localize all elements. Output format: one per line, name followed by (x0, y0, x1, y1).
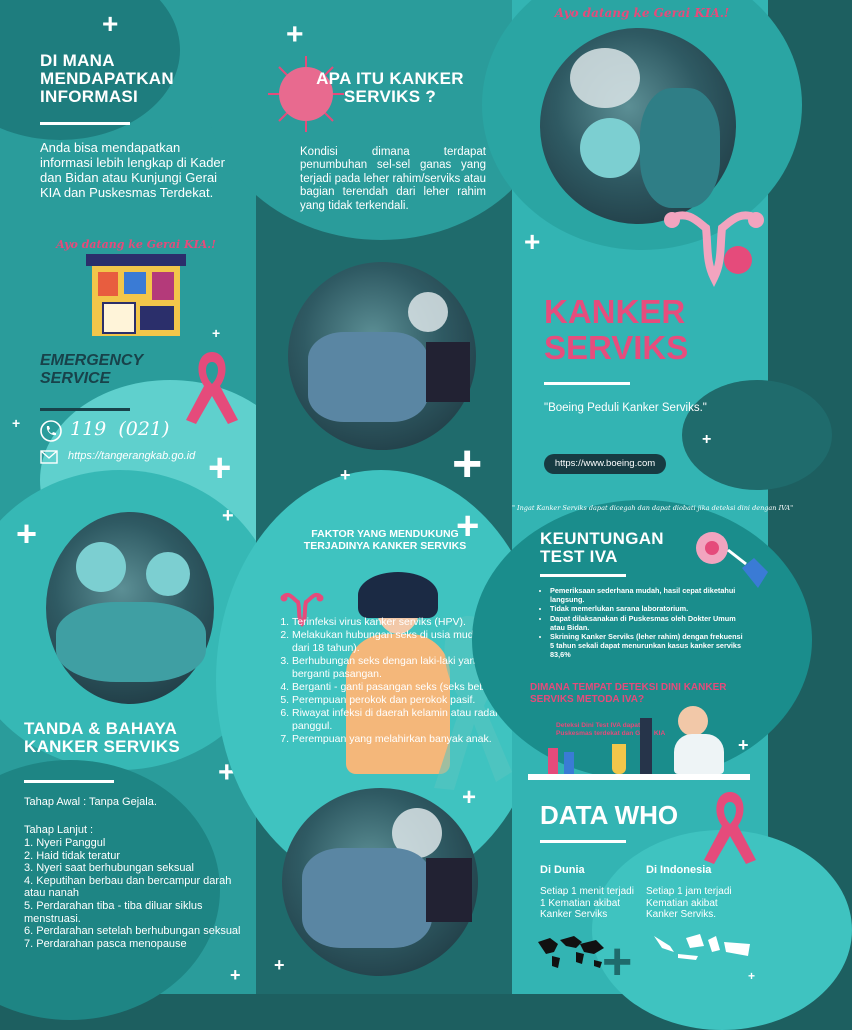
list-item: 2. Haid tidak teratur (24, 849, 120, 862)
world-label: Di Dunia (540, 864, 585, 876)
plus-icon: + (12, 415, 21, 431)
pink-ribbon-icon (186, 352, 238, 424)
list-item: Berhubungan seks dengan laki-laki yang s… (292, 655, 528, 681)
plus-icon: + (212, 325, 221, 341)
divider (40, 408, 130, 411)
plus-icon: + (602, 933, 633, 991)
world-text: Setiap 1 menit terjadi 1 Kematian akibat… (540, 886, 634, 920)
panel-definition: + APA ITU KANKER SERVIKS ? + Kondisi dim… (206, 0, 556, 994)
pink-ribbon-icon (704, 792, 756, 864)
plus-icon: + (702, 431, 712, 448)
reminder-note: " Ingat Kanker Serviks dapat dicegah dan… (512, 504, 794, 512)
plus-icon: + (274, 955, 285, 975)
plus-icon: + (208, 446, 232, 490)
indonesia-map-icon (654, 934, 750, 960)
bg-blob (592, 830, 852, 1030)
indo-label: Di Indonesia (646, 864, 712, 876)
benefit-title: KEUNTUNGAN TEST IVA (540, 529, 664, 566)
panel-info: + DI MANA MENDAPATKAN INFORMASI Anda bis… (0, 0, 300, 1020)
uterus-illustration (664, 211, 764, 287)
list-item: 3. Nyeri saat berhubungan seksual (24, 862, 194, 875)
who-title: DATA WHO (540, 800, 679, 830)
factors-list: Terinfeksi virus kanker serviks (HPV). M… (272, 616, 528, 746)
signs-title: TANDA & BAHAYA KANKER SERVIKS (24, 719, 180, 756)
phone-icon (40, 420, 62, 442)
iva-test-icon (696, 532, 768, 588)
definition-title: APA ITU KANKER SERVIKS ? (316, 69, 464, 106)
divider (540, 574, 626, 577)
booth-banner: Ayo datang ke Gerai KIA.! (56, 238, 216, 251)
bg-blob (682, 380, 832, 490)
surgeons-photo (540, 28, 736, 224)
operating-room-photo (288, 262, 476, 450)
early-stage: Tahap Awal : Tanpa Gejala. (24, 796, 157, 808)
website-link[interactable]: https://tangerangkab.go.id (68, 450, 196, 462)
divider (544, 382, 630, 385)
world-map-icon (538, 936, 604, 968)
list-item: Pemeriksaan sederhana mudah, hasil cepat… (550, 586, 746, 604)
where-title: DIMANA TEMPAT DETEKSI DINI KANKER SERVIK… (530, 682, 727, 705)
cover-title: KANKER SERVIKS (544, 293, 689, 366)
uterus-icon (280, 592, 324, 627)
phone-number[interactable]: 119 (021) (70, 418, 170, 440)
list-item: 7. Perdarahan pasca menopause (24, 937, 187, 950)
plus-icon: + (286, 18, 304, 51)
list-item: Terinfeksi virus kanker serviks (HPV). (292, 616, 528, 629)
list-item: 1. Nyeri Panggul (24, 837, 106, 849)
plus-icon: + (524, 226, 541, 257)
list-item: Skrining Kanker Serviks (leher rahim) de… (550, 632, 746, 660)
factors-title: FAKTOR YANG MENDUKUNG TERJADINYA KANKER … (303, 528, 467, 552)
gerai-banner: Ayo datang ke Gerai KIA.! (554, 6, 730, 20)
surgery-photo (46, 512, 214, 704)
plus-icon: + (102, 8, 119, 39)
definition-body: Kondisi dimana terdapat penumbuhan sel-s… (300, 146, 486, 212)
divider (24, 780, 114, 783)
late-stage-title: Tahap Lanjut : (24, 824, 94, 836)
website-button[interactable]: https://www.boeing.com (544, 454, 666, 474)
plus-icon: + (748, 969, 756, 983)
plus-icon: + (452, 435, 483, 493)
plus-icon: + (340, 465, 351, 485)
list-item: Tidak memerlukan sarana laboratorium. (550, 604, 746, 613)
mail-icon (40, 450, 58, 464)
operating-room-photo-2 (282, 788, 478, 976)
virus-icon (268, 56, 344, 132)
divider (540, 840, 626, 843)
kia-booth-illustration: Ayo datang ke Gerai KIA.! (56, 238, 216, 340)
list-item: 4. Keputihan berbau dan bercampur darah … (24, 874, 232, 900)
plus-icon: + (456, 504, 480, 548)
list-item: Berganti - ganti pasangan seks (seks beb… (292, 681, 528, 694)
list-item: 5. Perdarahan tiba - tiba diluar siklus … (24, 899, 203, 925)
benefits-list: Pemeriksaan sederhana mudah, hasil cepat… (536, 586, 746, 660)
emergency-title: EMERGENCY SERVICE (40, 352, 143, 387)
list-item: Perempuan yang melahirkan banyak anak. (292, 733, 528, 746)
plus-icon: + (738, 735, 749, 755)
late-stage-list: 1. Nyeri Panggul 2. Haid tidak teratur 3… (24, 837, 252, 950)
plus-icon: + (222, 505, 234, 527)
lab-illustration (528, 704, 750, 782)
plus-icon: + (462, 784, 477, 811)
list-item: Dapat dilaksanakan di Puskesmas oleh Dok… (550, 614, 746, 632)
info-body: Anda bisa mendapatkan informasi lebih le… (40, 140, 225, 200)
info-title: DI MANA MENDAPATKAN INFORMASI (40, 51, 174, 106)
list-item: Riwayat infeksi di daerah kelamin atau r… (292, 707, 528, 733)
plus-icon: + (230, 965, 241, 985)
divider (40, 122, 130, 125)
indo-text: Setiap 1 jam terjadi Kematian akibat Kan… (646, 886, 732, 920)
list-item: Melakukan hubungan seks di usia muda (ku… (292, 629, 528, 655)
woman-illustration (336, 572, 456, 778)
panel-cover: Ayo datang ke Gerai KIA.! + KANKER SERVI… (472, 0, 852, 1030)
where-body: Deteksi Dini Test IVA dapat di Puskesmas… (556, 722, 666, 737)
list-item: Perempuan perokok dan perokok pasif. (292, 694, 528, 707)
list-item: 6. Perdarahan setelah berhubungan seksua… (24, 925, 241, 938)
plus-icon: + (16, 513, 38, 554)
tagline: "Boeing Peduli Kanker Serviks." (544, 402, 707, 414)
